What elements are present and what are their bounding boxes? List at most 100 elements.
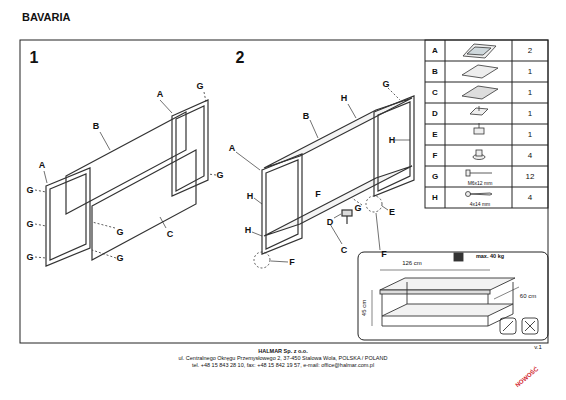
drawing-stroke xyxy=(50,174,86,260)
drawing-stroke xyxy=(479,106,480,111)
drawing-stroke xyxy=(374,96,414,196)
drawing-stroke xyxy=(425,187,548,188)
drawing-stroke xyxy=(100,132,110,150)
part-letter: G xyxy=(382,80,389,89)
drawing-stroke xyxy=(380,290,490,294)
part-letter: B xyxy=(93,122,100,131)
size-text: M6x12 mm xyxy=(468,181,493,186)
version: v.1 xyxy=(534,344,542,350)
drawing-stroke xyxy=(425,61,548,62)
quantity: 1 xyxy=(528,68,532,76)
drawing-stroke xyxy=(20,40,548,343)
part-letter: H xyxy=(245,226,252,235)
part-letter: B xyxy=(303,112,310,121)
step2-drawing xyxy=(236,88,414,268)
dimension: 126 cm xyxy=(402,260,422,266)
drawing-stroke xyxy=(382,304,513,316)
part-letter: D xyxy=(327,218,334,227)
quantity: 12 xyxy=(526,173,535,181)
part-letter: F xyxy=(315,190,321,199)
part-letter: C xyxy=(167,230,174,239)
drawing-stroke xyxy=(254,252,270,268)
quantity: 1 xyxy=(528,110,532,118)
part-letter: A xyxy=(157,90,164,99)
drawing-stroke xyxy=(254,88,400,268)
drawing-stroke xyxy=(44,171,47,183)
drawing-stroke xyxy=(503,321,513,331)
drawing-stroke xyxy=(176,106,204,191)
load-note: max. 40 kg xyxy=(476,254,504,260)
part-letter: F xyxy=(381,250,387,259)
drawing-stroke xyxy=(236,104,410,262)
drawing-stroke xyxy=(35,224,46,226)
drawing-stroke xyxy=(160,100,172,113)
dimension: 60 cm xyxy=(520,293,536,299)
drawing-stroke xyxy=(266,160,298,249)
quantity: 1 xyxy=(528,89,532,97)
drawing-stroke xyxy=(366,196,382,212)
part-letter: C xyxy=(341,246,348,255)
drawing-stroke xyxy=(380,278,515,290)
drawing-stroke xyxy=(479,123,480,128)
table-letter: D xyxy=(432,110,438,118)
part-letter: G xyxy=(116,228,123,237)
table-letter: F xyxy=(433,152,438,160)
drawing-stroke xyxy=(462,65,498,78)
part-letter: G xyxy=(116,254,123,263)
table-rows xyxy=(425,61,548,187)
drawing-stroke xyxy=(388,88,400,100)
drawing-stroke xyxy=(330,224,342,244)
drawing-stroke xyxy=(522,318,538,334)
drawing-stroke xyxy=(425,124,548,125)
table-letter: G xyxy=(432,173,438,181)
part-letter: G xyxy=(26,253,33,262)
step-number: 1 xyxy=(30,50,39,66)
drawing-stroke xyxy=(378,102,410,191)
drawing-stroke xyxy=(92,250,116,258)
drawing-stroke xyxy=(525,321,535,331)
drawing-stroke xyxy=(466,192,471,197)
dimension: 45 cm xyxy=(361,300,367,316)
drawing-stroke xyxy=(208,174,216,175)
drawing-stroke xyxy=(467,47,491,55)
step-number: 2 xyxy=(236,50,245,66)
drawing-stroke xyxy=(264,98,412,168)
drawing-stroke xyxy=(204,92,206,102)
dimension-sketch xyxy=(372,253,538,334)
step1-drawing xyxy=(35,92,216,266)
drawing-stroke xyxy=(92,222,115,228)
badge: NOWOŚĆ xyxy=(514,366,539,388)
drawing-stroke xyxy=(474,128,484,134)
drawing-stroke xyxy=(346,216,347,224)
quantity: 4 xyxy=(528,194,532,202)
table-letter: A xyxy=(432,47,438,55)
footer-text: tel. +48 15 843 28 10, fax: +48 15 842 1… xyxy=(192,363,374,369)
drawing-stroke xyxy=(172,100,208,196)
dimension-box xyxy=(358,252,548,340)
title: BAVARIA xyxy=(22,12,70,23)
drawing-stroke xyxy=(425,145,548,146)
table-letter: E xyxy=(432,131,437,139)
part-icons xyxy=(462,44,498,197)
drawing-stroke xyxy=(395,140,410,141)
table-letter: C xyxy=(432,89,438,97)
drawing-stroke xyxy=(513,282,514,314)
drawing-stroke xyxy=(271,261,288,262)
part-letter: G xyxy=(196,82,203,91)
drawing-stroke xyxy=(463,44,496,58)
drawing-stroke xyxy=(310,120,318,138)
drawing-stroke xyxy=(372,290,373,326)
drawing-stroke xyxy=(500,318,516,334)
drawing-stroke xyxy=(462,86,498,99)
drawing-stroke xyxy=(264,166,412,236)
part-letter: A xyxy=(39,161,46,170)
drawing-stroke xyxy=(470,173,492,174)
part-letter: H xyxy=(247,192,254,201)
part-letter: G xyxy=(26,186,33,195)
footer-text: HALMAR Sp. z o.o. xyxy=(258,349,308,355)
drawing-stroke xyxy=(262,154,302,254)
part-letter: F xyxy=(289,258,295,267)
quantity: 1 xyxy=(528,131,532,139)
